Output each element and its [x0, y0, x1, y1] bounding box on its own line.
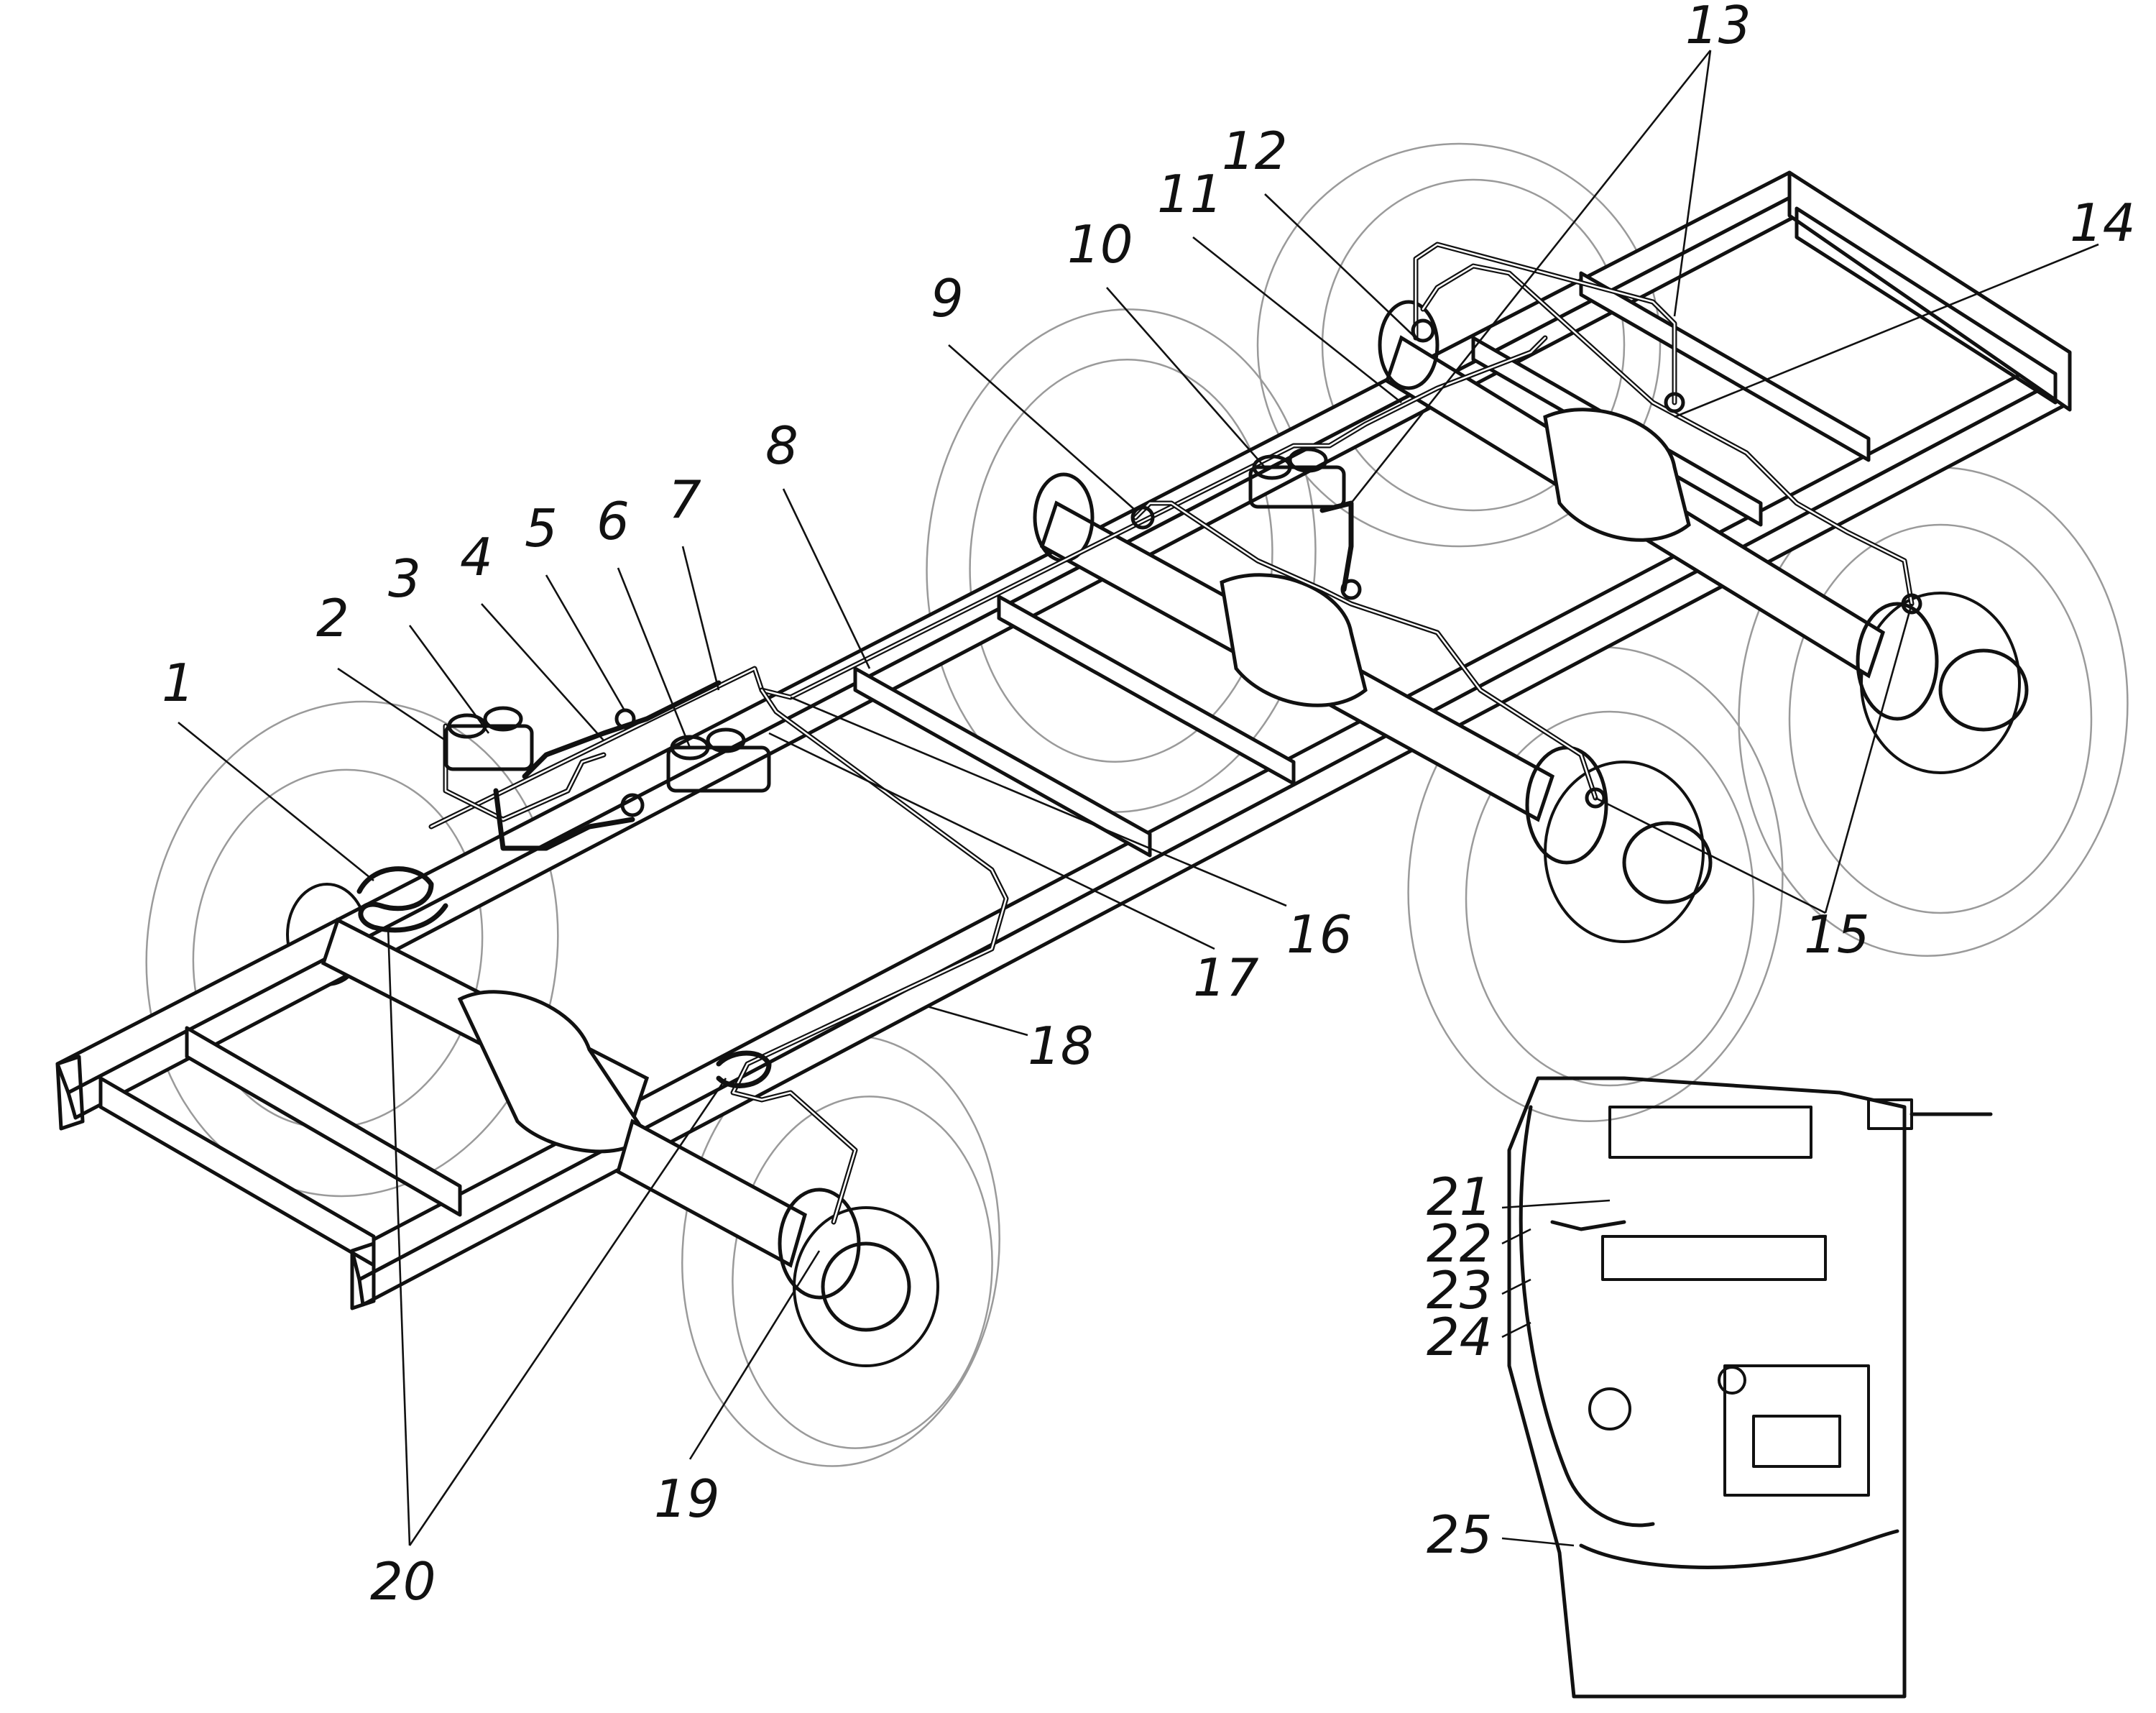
brake-lines: [356, 242, 1915, 1225]
front-axle: [321, 917, 861, 1300]
hub-cross-section-inset: [1507, 1076, 1993, 1699]
callout-5: 5: [525, 498, 558, 559]
callout-12: 12: [1222, 121, 1288, 181]
axles: [321, 300, 1939, 1300]
callout-2: 2: [316, 588, 349, 648]
chassis-frame: [55, 170, 2072, 1310]
rear-axle: [1378, 300, 1939, 721]
callout-14: 14: [2070, 193, 2136, 253]
wheels: [145, 142, 2129, 1467]
callout-11: 11: [1157, 164, 1223, 224]
callout-9: 9: [931, 268, 964, 329]
front-right-wheel: [681, 1034, 1000, 1467]
callout-10: 10: [1067, 214, 1133, 275]
components: [443, 318, 1922, 817]
callout-6: 6: [596, 491, 630, 551]
callout-8: 8: [765, 415, 798, 476]
callout-15: 15: [1804, 904, 1870, 965]
callout-23: 23: [1427, 1260, 1493, 1321]
callout-21: 21: [1427, 1167, 1493, 1227]
rear-left-wheel: [1256, 142, 1662, 548]
callout-3: 3: [388, 548, 421, 609]
master-cylinder-front: [443, 706, 534, 771]
callout-24: 24: [1427, 1307, 1493, 1367]
middle-axle: [1033, 472, 1608, 865]
callout-13: 13: [1685, 0, 1751, 55]
callout-19: 19: [654, 1469, 720, 1529]
callout-17: 17: [1193, 947, 1259, 1008]
callout-18: 18: [1028, 1016, 1094, 1076]
master-cylinder-rear: [1248, 447, 1346, 509]
callout-7: 7: [668, 469, 701, 530]
leader-lines: [178, 50, 2099, 1547]
callout-1: 1: [162, 653, 195, 713]
callout-25: 25: [1427, 1505, 1493, 1565]
callout-16: 16: [1286, 904, 1353, 965]
callout-labels: 1 2 3 4 5 6 7 8 9 10 11 12 13 14 15 16 1…: [162, 0, 2136, 1612]
master-cylinder-middle: [666, 727, 771, 793]
callout-20: 20: [370, 1551, 436, 1612]
callout-22: 22: [1427, 1213, 1493, 1274]
callout-4: 4: [460, 527, 493, 587]
